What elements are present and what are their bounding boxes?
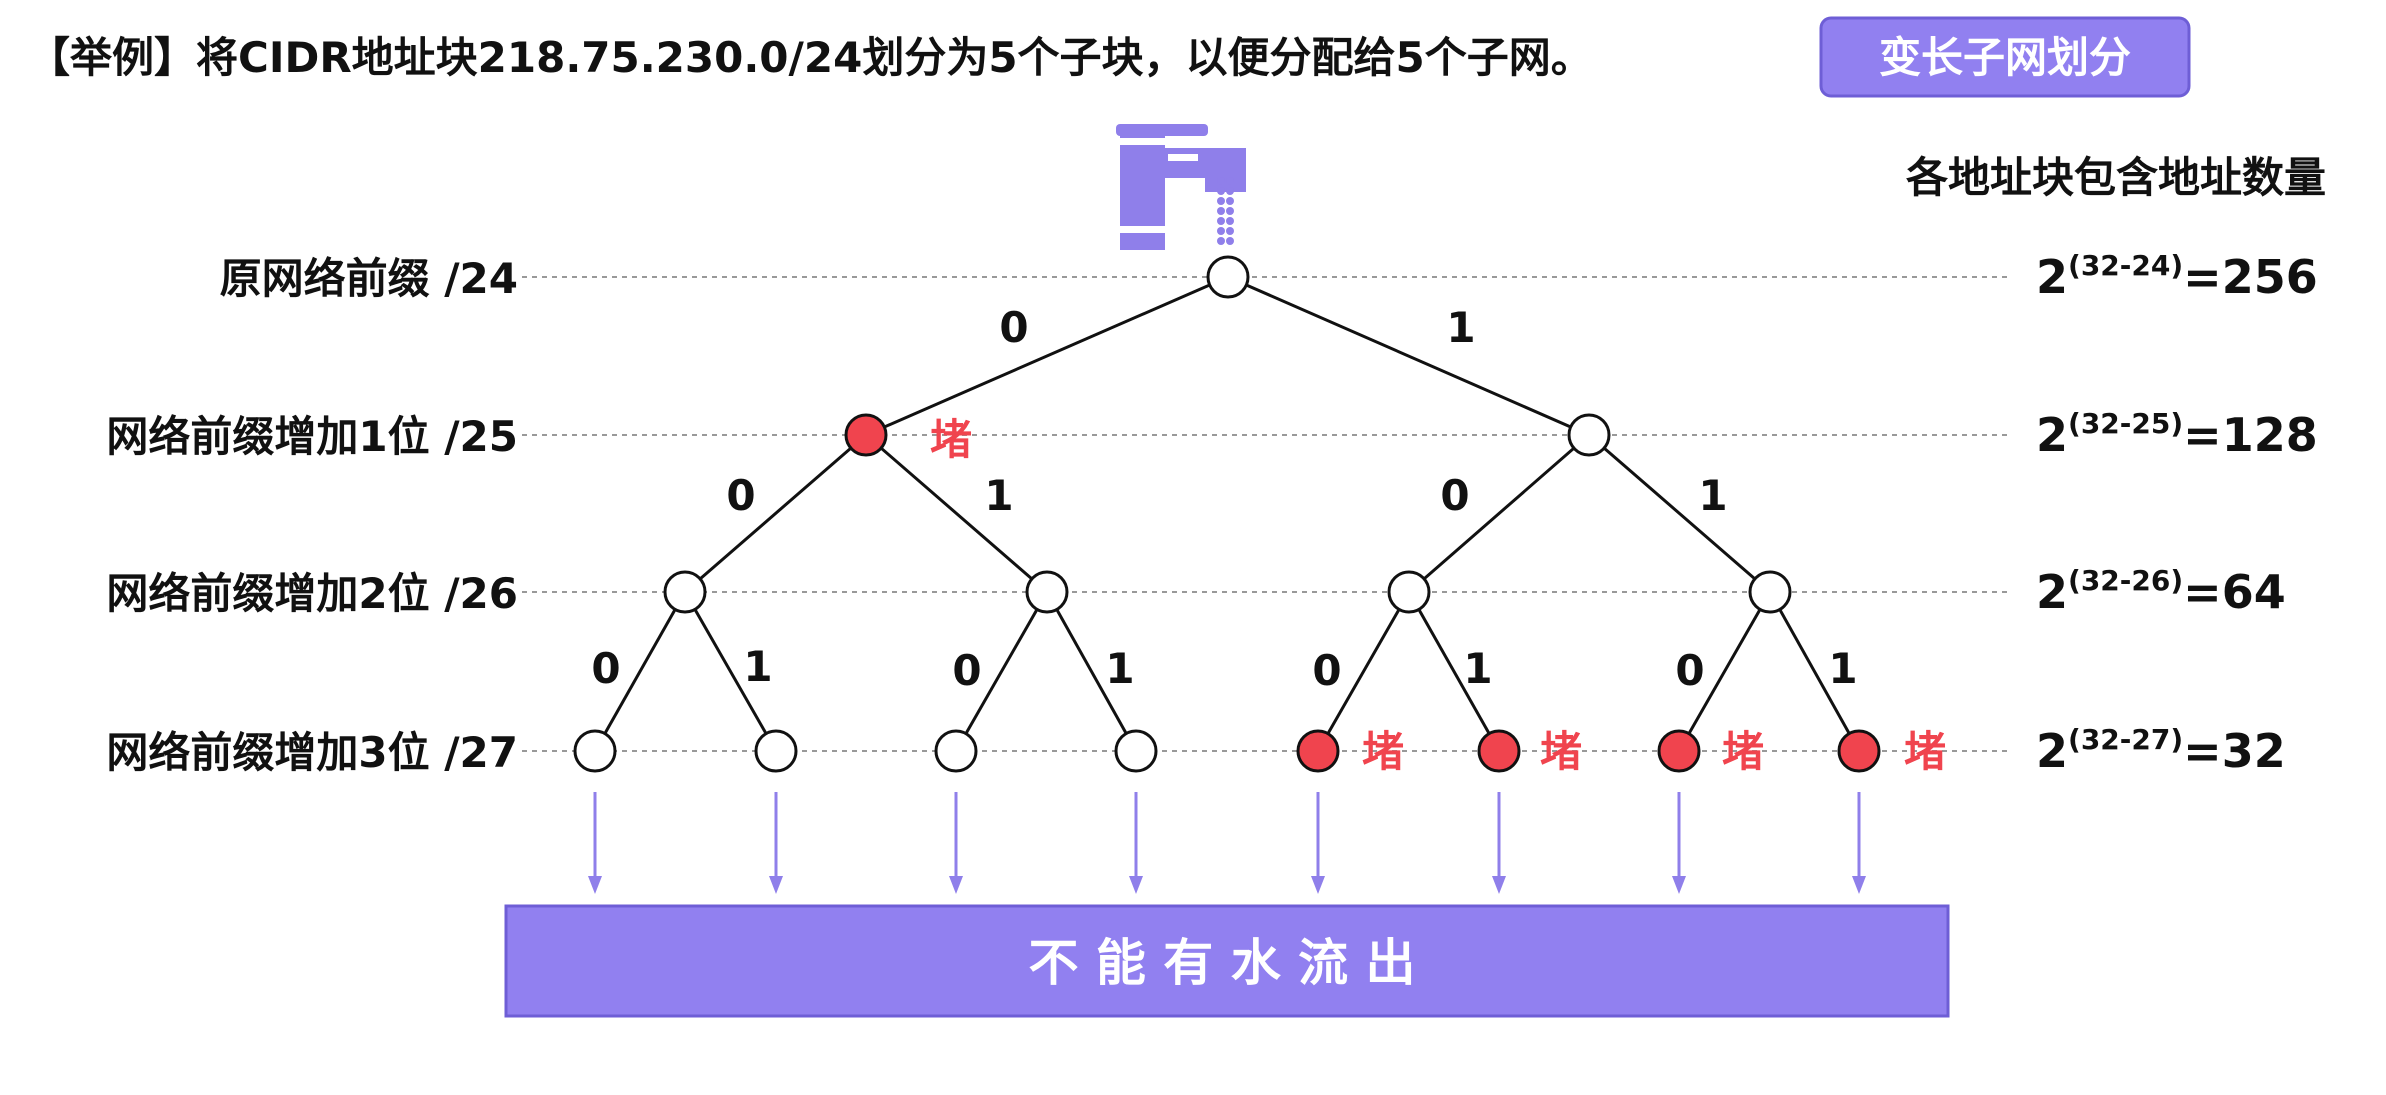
variable-length-subnetting-badge: 变长子网划分	[1819, 16, 2191, 98]
branch-label-1: 1	[1446, 303, 1475, 352]
branch-label-0: 0	[1312, 646, 1341, 695]
down-arrow-icon	[1311, 792, 1325, 894]
edge-root-0	[865, 275, 1229, 437]
address-count-header: 各地址块包含地址数量	[1906, 153, 2326, 202]
branch-label-1: 1	[1828, 644, 1857, 693]
blocked-label-111: 堵	[1904, 727, 1946, 776]
level-row-27: 网络前缀增加3位 /27 2(32-27)=32	[106, 723, 2285, 778]
edge-01-011	[1045, 591, 1138, 752]
branch-label-1: 1	[1463, 644, 1492, 693]
tree-node-00	[663, 570, 707, 614]
level-row-25: 网络前缀增加1位 /25 2(32-25)=128	[106, 407, 2317, 462]
no-water-flows-bar: 不 能 有 水 流 出	[504, 904, 1950, 1018]
tree-node-010	[934, 729, 978, 773]
level-label: 网络前缀增加2位 /26	[106, 569, 518, 618]
tree-node-01	[1025, 570, 1069, 614]
blocked-label-100: 堵	[1362, 727, 1404, 776]
edge-00-001	[683, 591, 778, 752]
address-count: 2(32-26)=64	[2036, 564, 2286, 619]
edge-11-111	[1768, 591, 1861, 752]
badge-background	[1819, 16, 2191, 98]
tree-node-110	[1657, 729, 1701, 773]
level-label: 网络前缀增加1位 /25	[106, 412, 518, 461]
branch-label-0: 0	[999, 303, 1028, 352]
down-arrow-icon	[1129, 792, 1143, 894]
edge-11-110	[1677, 591, 1772, 752]
tree-node-0	[844, 413, 888, 457]
bottom-bar-background	[504, 904, 1950, 1018]
level-row-26: 网络前缀增加2位 /26 2(32-26)=64	[106, 564, 2285, 619]
edge-1-10	[1408, 433, 1590, 594]
edge-00-000	[593, 591, 687, 752]
branch-label-0: 0	[591, 644, 620, 693]
tree-node-root	[1206, 255, 1250, 299]
edge-10-100	[1316, 591, 1411, 752]
blocked-label-101: 堵	[1540, 727, 1582, 776]
branch-label-1: 1	[1105, 644, 1134, 693]
level-label: 网络前缀增加3位 /27	[106, 728, 518, 777]
tree-node-111	[1837, 729, 1881, 773]
branch-labels: 0 1 0 1 0 1 0 1 0 1 0 1 0 1	[591, 303, 1857, 695]
tree-node-011	[1114, 729, 1158, 773]
branch-label-1: 1	[1698, 471, 1727, 520]
address-count: 2(32-25)=128	[2036, 407, 2318, 462]
level-row-24: 原网络前缀 /24 2(32-24)=256	[220, 249, 2318, 304]
down-arrow-icon	[588, 792, 602, 894]
faucet-icon	[1114, 124, 1246, 250]
tree-node-100	[1296, 729, 1340, 773]
level-label: 原网络前缀 /24	[220, 254, 518, 303]
address-count: 2(32-24)=256	[2036, 249, 2318, 304]
edge-root-1	[1227, 275, 1590, 437]
blocked-label-110: 堵	[1722, 727, 1764, 776]
tree-node-10	[1387, 570, 1431, 614]
down-arrow-icon	[949, 792, 963, 894]
tree-node-11	[1748, 570, 1792, 614]
down-arrow-icon	[1672, 792, 1686, 894]
page-title: 【举例】将CIDR地址块218.75.230.0/24划分为5个子块，以便分配给…	[28, 33, 1593, 82]
tree-node-1	[1567, 413, 1611, 457]
edge-1-11	[1588, 433, 1771, 594]
down-arrow-icon	[769, 792, 783, 894]
branch-label-0: 0	[726, 471, 755, 520]
bottom-bar-label: 不 能 有 水 流 出	[1028, 934, 1415, 992]
edge-10-101	[1407, 591, 1501, 752]
edge-01-010	[954, 591, 1049, 752]
down-arrow-icon	[1852, 792, 1866, 894]
edge-0-01	[865, 433, 1048, 594]
address-count: 2(32-27)=32	[2036, 723, 2286, 778]
flow-arrows	[588, 792, 1866, 894]
blocked-label-0: 堵	[930, 415, 972, 464]
down-arrow-icon	[1492, 792, 1506, 894]
tree-node-001	[754, 729, 798, 773]
blocked-labels: 堵 堵 堵 堵 堵	[930, 415, 1946, 776]
tree-node-101	[1477, 729, 1521, 773]
branch-label-0: 0	[1440, 471, 1469, 520]
branch-label-1: 1	[743, 642, 772, 691]
tree-nodes	[573, 255, 1881, 773]
badge-label: 变长子网划分	[1879, 33, 2131, 82]
branch-label-1: 1	[984, 471, 1013, 520]
branch-label-0: 0	[952, 646, 981, 695]
tree-node-000	[573, 729, 617, 773]
branch-label-0: 0	[1675, 646, 1704, 695]
edge-0-00	[684, 433, 867, 594]
tree-edges	[593, 275, 1861, 752]
